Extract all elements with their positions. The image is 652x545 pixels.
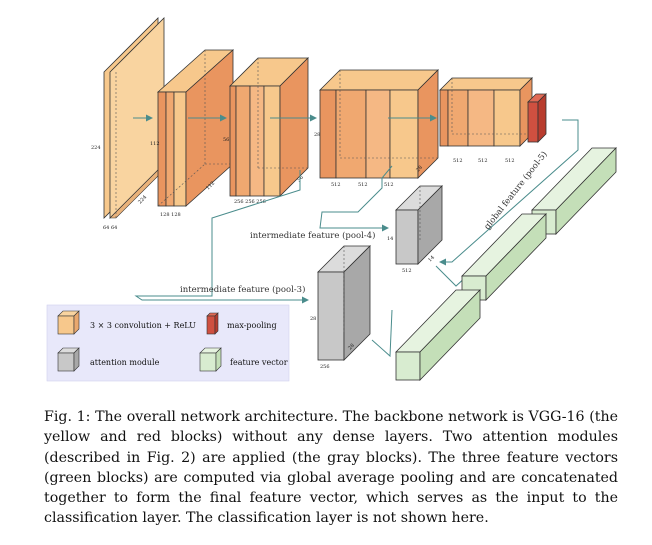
legend-conv-label: 3 × 3 convolution + ReLU <box>90 321 196 330</box>
conv5-channel-label-1: 512 <box>453 158 463 164</box>
att4-height-label: 14 <box>387 236 393 242</box>
attention-module-pool3 <box>317 245 371 361</box>
feature-vector-pool5 <box>531 147 617 235</box>
conv2-channel-label: 128 128 <box>160 212 181 218</box>
legend-pool-label: max-pooling <box>227 321 277 330</box>
conv3-depth-label: 56 <box>296 175 305 184</box>
legend-pool-swatch <box>206 312 219 335</box>
feature-vector-pool4 <box>461 213 547 301</box>
conv3-height-label: 56 <box>223 137 229 143</box>
pool3-feature-label: intermediate feature (pool-3) <box>180 284 305 295</box>
legend-attention-label: attention module <box>90 358 160 367</box>
conv4-channel-label-1: 512 <box>331 182 341 188</box>
conv4-block <box>319 69 439 179</box>
conv3-block <box>229 57 309 197</box>
att4-depth-label: 14 <box>427 255 436 264</box>
legend-vector-label: feature vector <box>230 358 288 367</box>
att4-channel-label: 512 <box>402 268 412 274</box>
conv4-channel-label-3: 512 <box>384 182 394 188</box>
conv5-block <box>439 77 533 147</box>
att3-channel-label: 256 <box>320 364 330 370</box>
pool4-feature-label: intermediate feature (pool-4) <box>250 230 375 241</box>
conv1-block <box>103 17 171 219</box>
conv4-depth-label: 28 <box>415 165 424 174</box>
conv1-depth-label: 224 <box>137 194 148 205</box>
conv1-channel-label: 64 64 <box>103 225 117 231</box>
feature-vector-pool3 <box>395 289 481 381</box>
conv2-height-label: 112 <box>150 141 160 147</box>
figure-caption: Fig. 1: The overall network architecture… <box>44 409 618 527</box>
legend-conv-swatch <box>57 310 80 335</box>
legend-vector-swatch <box>199 347 222 372</box>
conv2-depth-label: 112 <box>205 180 216 191</box>
attention-module-pool4 <box>395 185 443 265</box>
conv3-channel-label: 256 256 256 <box>234 199 266 205</box>
conv5-channel-label-3: 512 <box>505 158 515 164</box>
conv4-channel-label-2: 512 <box>358 182 368 188</box>
legend-attention-swatch <box>57 347 80 372</box>
conv4-height-label: 28 <box>314 132 320 138</box>
conv1-height-label: 224 <box>91 145 101 151</box>
conv2-block <box>156 49 235 207</box>
att3-height-label: 28 <box>310 316 316 322</box>
att3-depth-label: 28 <box>347 343 356 352</box>
conv5-channel-label-2: 512 <box>478 158 488 164</box>
network-architecture-diagram: 224 224 64 64 112 112 128 128 56 56 256 … <box>46 17 617 382</box>
legend: 3 × 3 convolution + ReLU max-pooling att… <box>46 304 290 382</box>
pool5-block <box>527 93 547 143</box>
